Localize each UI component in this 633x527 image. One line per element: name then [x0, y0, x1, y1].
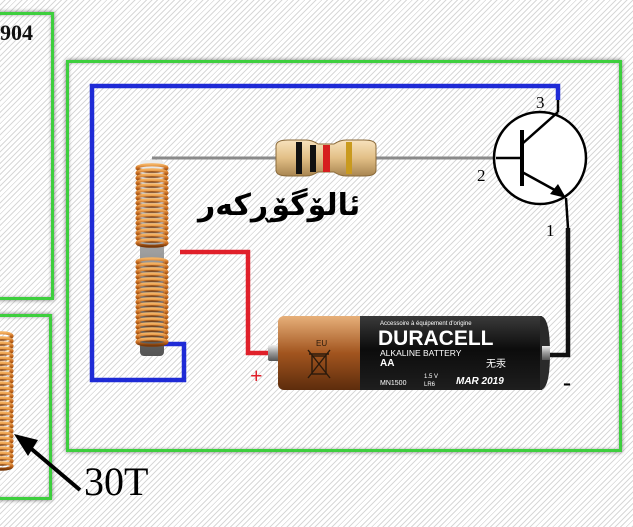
battery-cn-text: 无汞: [486, 358, 506, 370]
resistor-band-2: [310, 145, 316, 172]
turns-label: 30T: [84, 459, 149, 504]
red-wire: [180, 249, 272, 356]
battery-voltage: 1.5 V: [424, 374, 438, 380]
battery-small-text: Accessoire à équipement d'origine: [380, 321, 472, 327]
coil-partial: [0, 331, 14, 471]
coil-label: ئالۆگۆڕكەر: [198, 188, 361, 223]
pin-label-2: 2: [477, 166, 486, 185]
panel-top-left: [0, 12, 54, 300]
part-number-label: 904: [0, 20, 33, 45]
arrow-icon: [14, 434, 82, 492]
transistor-symbol: [492, 100, 588, 229]
coil-winding: [135, 238, 169, 248]
resistor-band-3: [323, 145, 330, 172]
minus-sign: -: [563, 370, 571, 396]
battery-eu-text: EU: [316, 339, 327, 348]
coil-lower: [135, 257, 169, 347]
coil-winding: [0, 461, 14, 471]
plus-sign: +: [250, 363, 263, 388]
coil-upper: [135, 163, 169, 248]
battery: Accessoire à équipement d'origine DURACE…: [268, 316, 550, 390]
resistor-band-1: [296, 142, 302, 174]
pin-label-3: 3: [536, 93, 545, 112]
circuit-panel: [66, 60, 622, 452]
battery-expiry: MAR 2019: [456, 376, 504, 387]
resistor: [275, 139, 377, 177]
battery-type: ALKALINE BATTERY: [380, 348, 462, 358]
battery-model: MN1500: [380, 380, 407, 387]
resistor-band-4: [346, 142, 352, 174]
battery-brand: DURACELL: [378, 327, 494, 350]
battery-iec: LR6: [424, 382, 436, 388]
recycle-bin-icon: [307, 349, 331, 379]
blue-wire: [89, 83, 561, 383]
pin-label-1: 1: [546, 221, 555, 240]
coil-winding: [135, 337, 169, 347]
black-wire: [548, 228, 571, 358]
battery-size: AA: [380, 358, 394, 369]
panel-bottom-left: [0, 314, 52, 500]
